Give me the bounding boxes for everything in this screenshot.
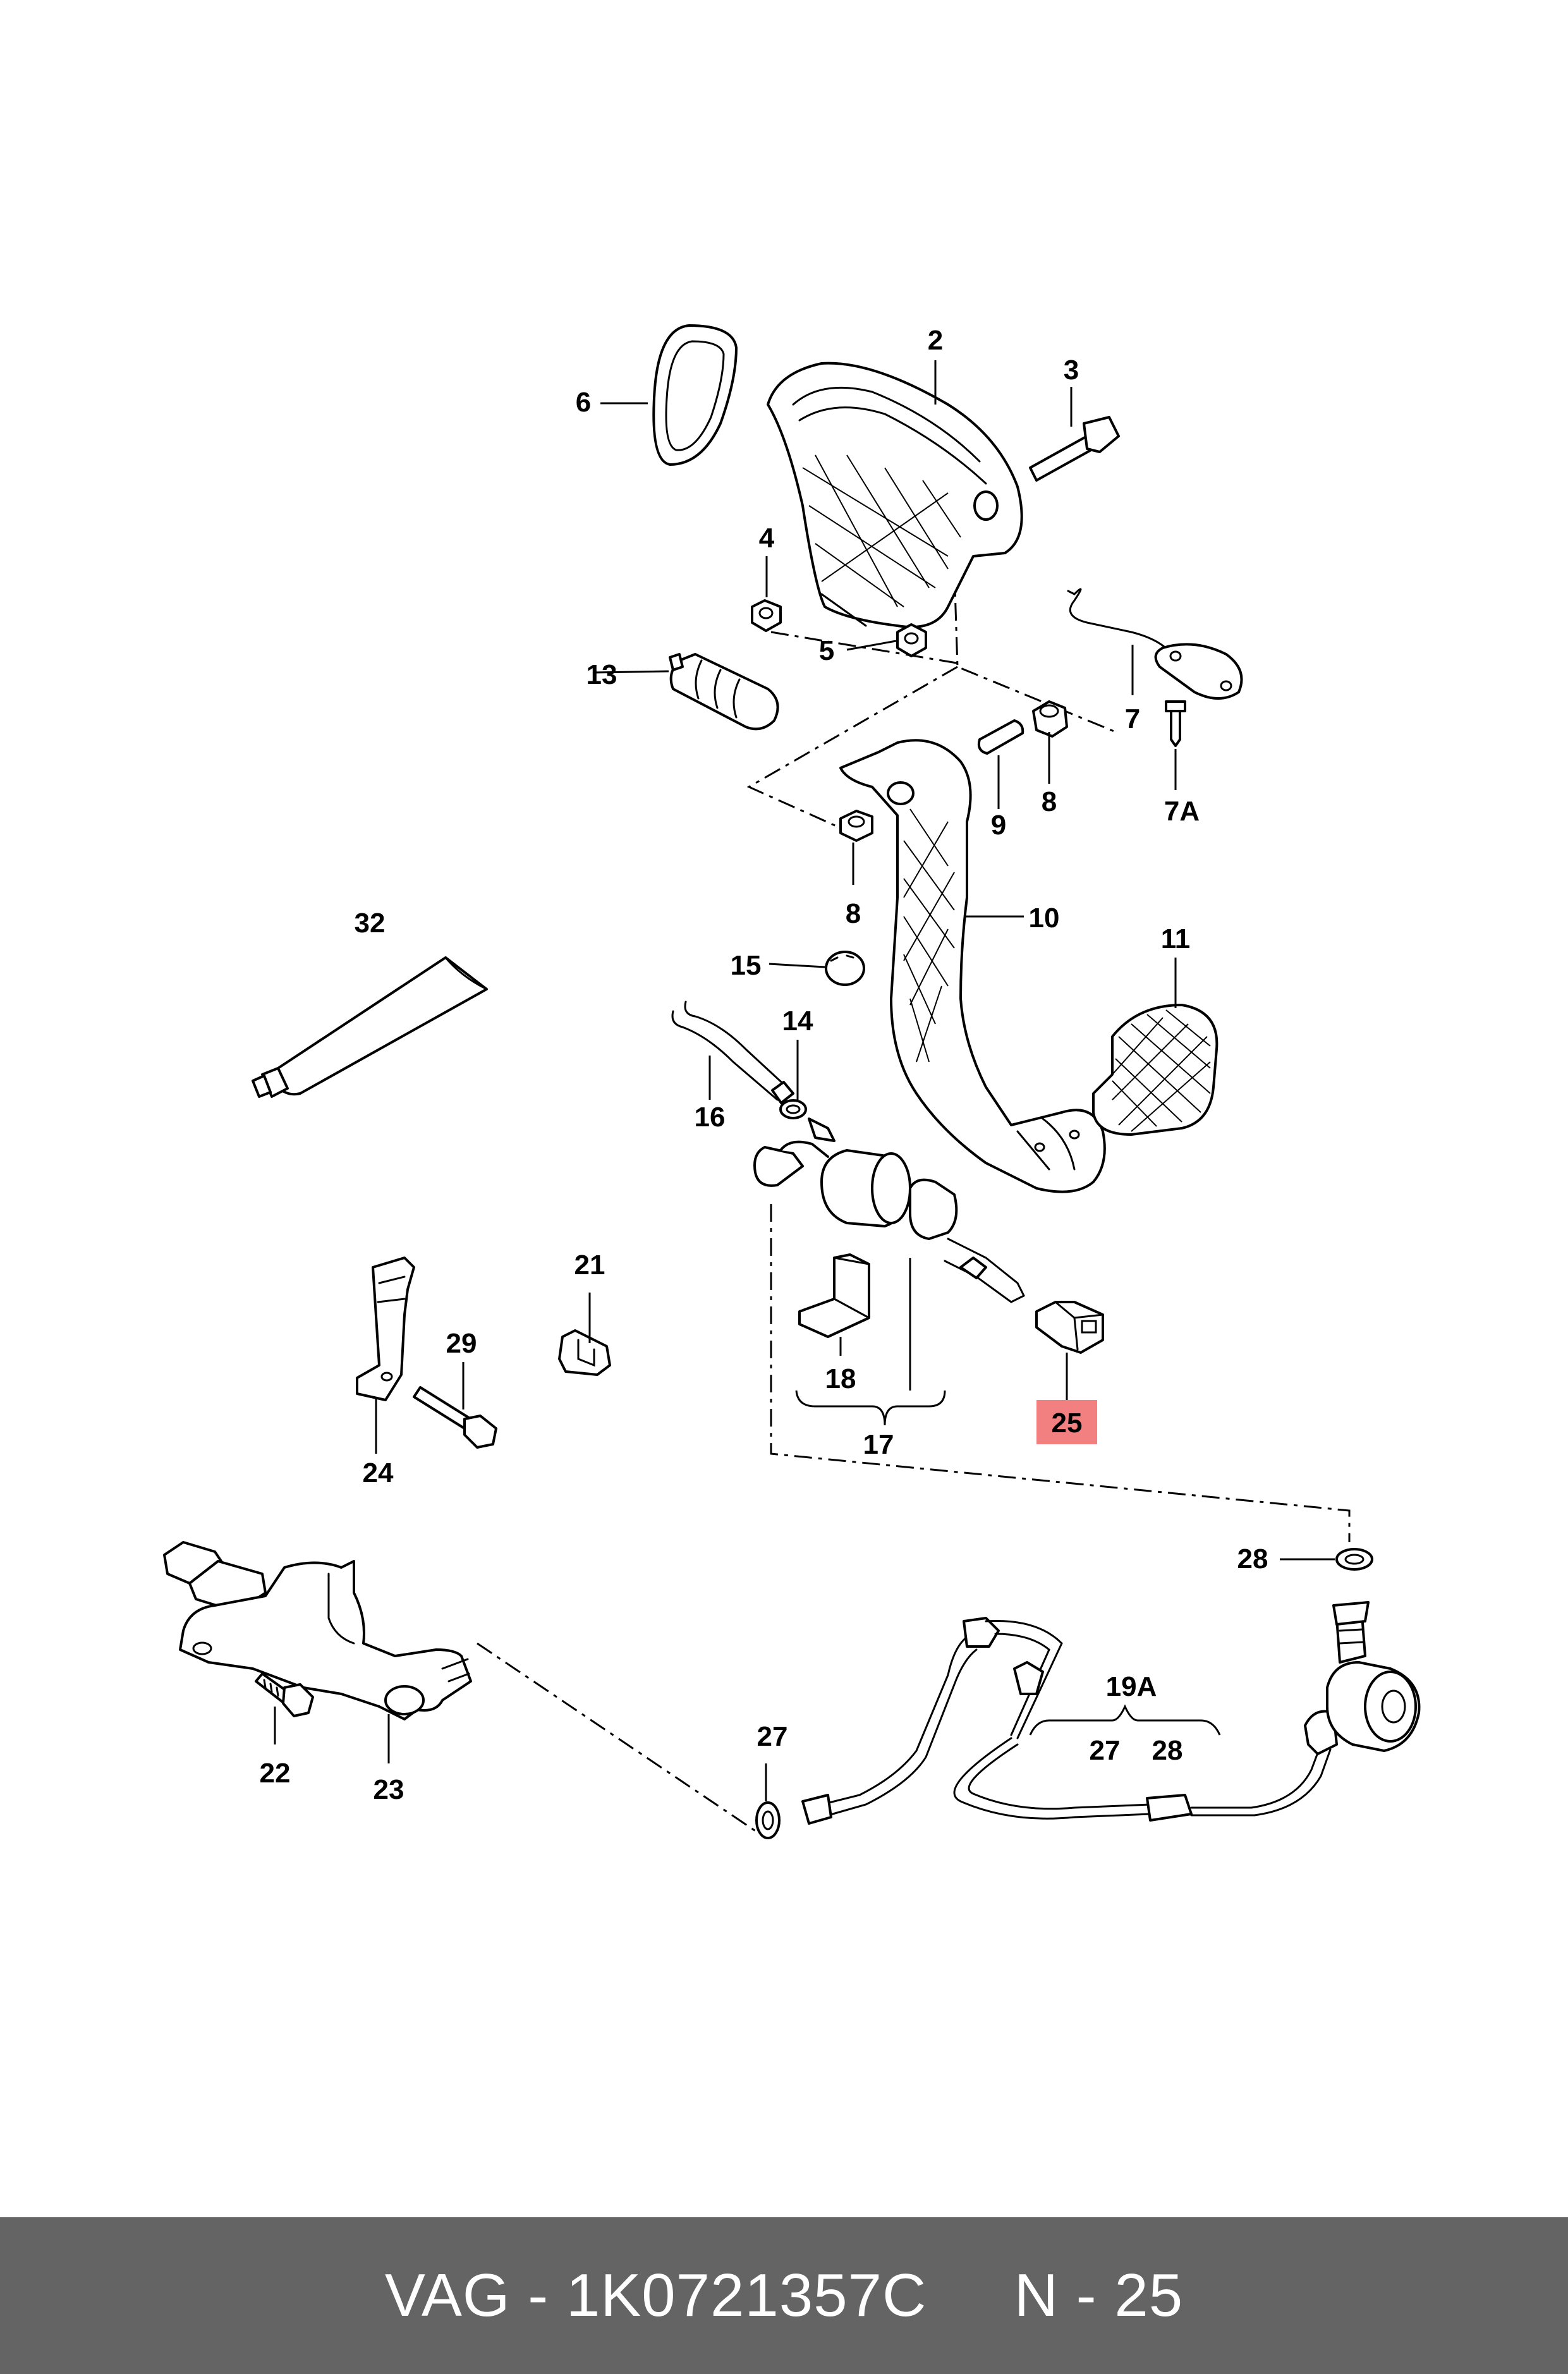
part-21-clip[interactable] [558, 1329, 611, 1376]
callout-6: 6 [576, 387, 591, 418]
part-16-hose[interactable] [671, 1001, 794, 1104]
callout-9: 9 [991, 810, 1006, 841]
callout-29: 29 [446, 1328, 477, 1359]
part-4-nut[interactable] [751, 599, 782, 632]
footer-bar: VAG - 1K0721357C N - 25 [0, 2217, 1568, 2374]
callout-27-lower: 27 [757, 1721, 788, 1752]
callout-7a: 7A [1164, 796, 1200, 827]
part-8-bushing-upper[interactable] [1032, 700, 1068, 738]
clutch-pedal-exploded-diagram: 2 3 4 5 6 7 7A 8 8 9 10 11 13 14 15 16 1… [163, 324, 1421, 1839]
callouts: 2 3 4 5 6 7 7A 8 8 9 10 11 13 14 15 16 1… [260, 325, 1268, 1805]
part-24-bracket[interactable] [356, 1257, 415, 1401]
part-number-label: VAG - 1K0721357C N - 25 [384, 2261, 1184, 2329]
callout-19a: 19A [1106, 1671, 1157, 1702]
callout-4: 4 [759, 523, 775, 554]
part-27-o-ring[interactable] [755, 1801, 781, 1839]
part-32-grease-tube[interactable] [252, 956, 488, 1098]
callout-28-upper: 28 [1237, 1543, 1268, 1574]
part-8-bushing-lower[interactable] [839, 810, 873, 842]
callout-2: 2 [928, 325, 943, 356]
callout-5: 5 [819, 635, 834, 666]
callout-25: 25 [1052, 1408, 1083, 1439]
part-28-o-ring[interactable] [1335, 1548, 1373, 1571]
part-3-bolt[interactable] [1029, 416, 1120, 482]
callout-22: 22 [260, 1758, 291, 1789]
part-11-pedal-pad[interactable] [1092, 1004, 1219, 1136]
callout-14: 14 [782, 1006, 813, 1037]
callout-11: 11 [1161, 923, 1191, 954]
part-29-bolt[interactable] [413, 1386, 497, 1449]
highlight-box-25 [1036, 1400, 1097, 1444]
part-9-pin[interactable] [977, 719, 1024, 755]
callout-23: 23 [374, 1774, 404, 1805]
part-6-gasket[interactable] [652, 324, 738, 466]
callout-16: 16 [695, 1102, 726, 1133]
callout-3: 3 [1064, 355, 1079, 386]
callout-32: 32 [355, 908, 386, 939]
callout-24: 24 [363, 1458, 394, 1488]
part-23-housing[interactable] [163, 1541, 472, 1720]
callout-17: 17 [863, 1429, 894, 1460]
part-5-nut[interactable] [896, 623, 927, 657]
callout-15: 15 [731, 950, 762, 981]
part-25-clip[interactable] [1035, 1301, 1104, 1354]
part-7-return-spring[interactable] [1067, 588, 1243, 700]
part-15-cap[interactable] [825, 951, 865, 986]
part-14-o-ring[interactable] [779, 1099, 807, 1119]
callout-8-lower: 8 [846, 898, 861, 929]
part-17-master-cylinder[interactable] [753, 1117, 1026, 1426]
part-18-bracket[interactable] [798, 1253, 870, 1338]
part-7a-screw[interactable] [1165, 700, 1186, 747]
part-22-bolt[interactable] [255, 1672, 314, 1717]
callout-27-upper: 27 [1090, 1735, 1121, 1766]
callout-21: 21 [574, 1250, 605, 1281]
part-10-clutch-pedal[interactable] [839, 739, 1106, 1193]
part-13-bump-stop[interactable] [669, 653, 779, 731]
callout-10: 10 [1029, 903, 1060, 934]
callout-28-lower: 28 [1152, 1735, 1183, 1766]
leader-lines [274, 360, 1335, 1801]
callout-7: 7 [1125, 703, 1140, 734]
part-2-pedal-bracket[interactable] [767, 362, 1023, 628]
callout-13: 13 [586, 659, 617, 690]
callout-18: 18 [825, 1363, 856, 1394]
part-19a-clutch-line[interactable] [801, 1601, 1421, 1825]
callout-8-upper: 8 [1042, 786, 1057, 817]
